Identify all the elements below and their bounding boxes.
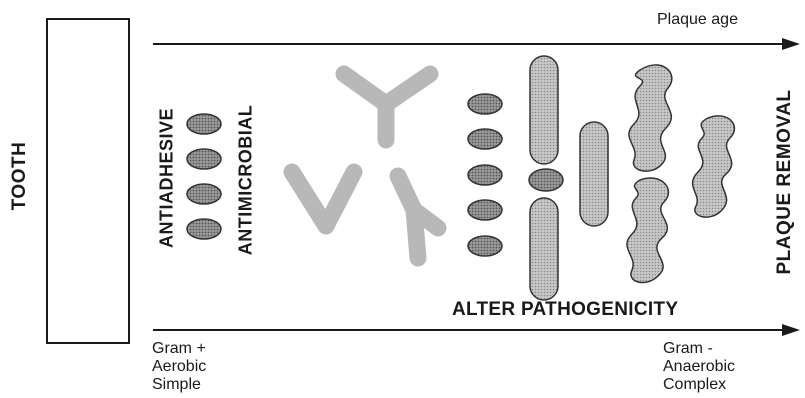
late-flora-oxygen: Anaerobic <box>663 358 735 376</box>
plaque-removal-label: PLAQUE REMOVAL <box>774 89 796 274</box>
flora-progression-arrow <box>153 324 800 336</box>
plaque-age-label: Plaque age <box>657 11 738 29</box>
early-flora-complexity: Simple <box>152 376 206 394</box>
early-flora-oxygen: Aerobic <box>152 358 206 376</box>
late-flora-gram: Gram - <box>663 340 735 358</box>
spirochete-bacteria <box>627 65 735 283</box>
rod-bacteria <box>529 56 608 300</box>
early-flora-labels: Gram + Aerobic Simple <box>152 340 206 394</box>
early-flora-gram: Gram + <box>152 340 206 358</box>
antiadhesive-label: ANTIADHESIVE <box>157 108 178 248</box>
tooth-label: TOOTH <box>9 142 31 211</box>
antimicrobial-label: ANTIMICROBIAL <box>236 105 257 255</box>
cocci-column-early <box>187 114 221 239</box>
late-flora-complexity: Complex <box>663 376 735 394</box>
late-flora-labels: Gram - Anaerobic Complex <box>663 340 735 394</box>
antibody-shapes <box>292 74 438 258</box>
alter-pathogenicity-label: ALTER PATHOGENICITY <box>452 301 678 319</box>
tooth-box <box>46 18 130 344</box>
cocci-column-mid <box>468 94 502 256</box>
plaque-age-arrow <box>153 38 800 50</box>
